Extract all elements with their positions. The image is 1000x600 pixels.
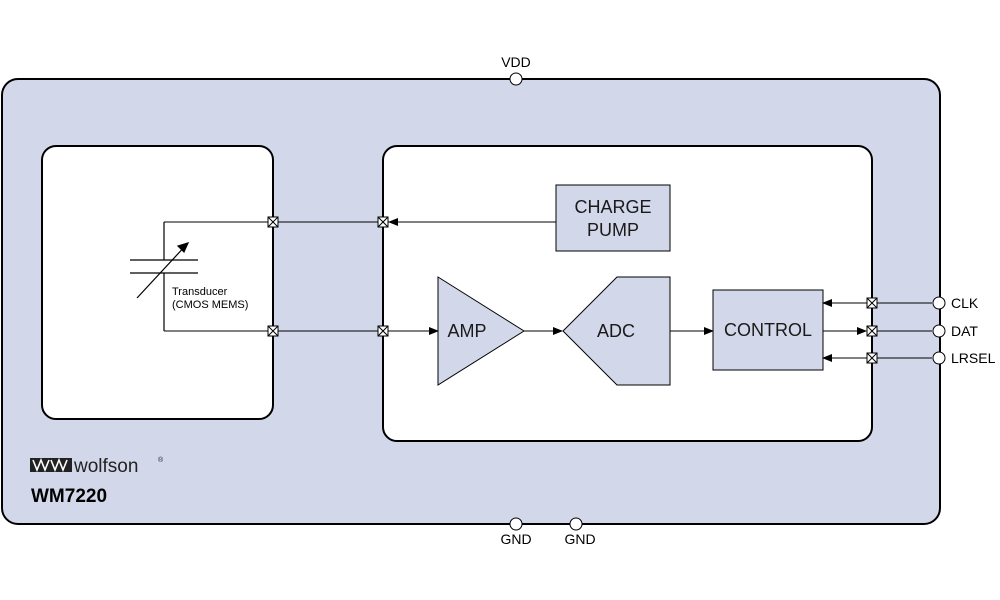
logo-registered: ® — [158, 456, 164, 464]
charge-pump-label-line1: CHARGE — [574, 197, 651, 217]
pad-transducer-bottom — [267, 325, 279, 337]
adc-block — [562, 276, 671, 386]
part-number: WM7220 — [31, 486, 107, 507]
pin-vdd — [509, 72, 523, 86]
pin-clk-label: CLK — [951, 295, 979, 311]
pin-clk — [932, 296, 946, 310]
pin-dat-label: DAT — [951, 323, 978, 339]
control-block — [712, 289, 824, 371]
pin-gnd-1-label: GND — [500, 531, 531, 547]
pin-gnd-2 — [569, 517, 583, 531]
pad-lrsel — [866, 352, 878, 364]
transducer-label-line2: (CMOS MEMS) — [172, 299, 248, 311]
amp-block — [437, 276, 525, 386]
pin-vdd-label: VDD — [501, 54, 531, 70]
external-pins — [509, 72, 946, 531]
pad-dat — [866, 325, 878, 337]
pin-lrsel-label: LRSEL — [951, 350, 996, 366]
logo-text: wolfson — [73, 456, 138, 477]
pin-gnd-1 — [509, 517, 523, 531]
pad-asic-bottom — [377, 325, 389, 337]
pad-asic-top — [377, 216, 389, 228]
pin-gnd-2-label: GND — [564, 531, 595, 547]
charge-pump-label-line2: PUMP — [587, 220, 639, 240]
variable-capacitor-icon — [130, 222, 198, 331]
bond-pads — [267, 216, 878, 364]
pin-dat — [932, 324, 946, 338]
transducer-panel — [41, 145, 274, 420]
pad-transducer-top — [267, 216, 279, 228]
pad-clk — [866, 297, 878, 309]
control-label: CONTROL — [724, 320, 812, 340]
charge-pump-block — [555, 184, 671, 252]
transducer-label-line1: Transducer — [172, 286, 228, 298]
pin-lrsel — [932, 351, 946, 365]
amp-label: AMP — [447, 321, 486, 341]
wolfson-logo-icon: wolfson ® — [30, 456, 164, 477]
adc-label: ADC — [597, 321, 635, 341]
